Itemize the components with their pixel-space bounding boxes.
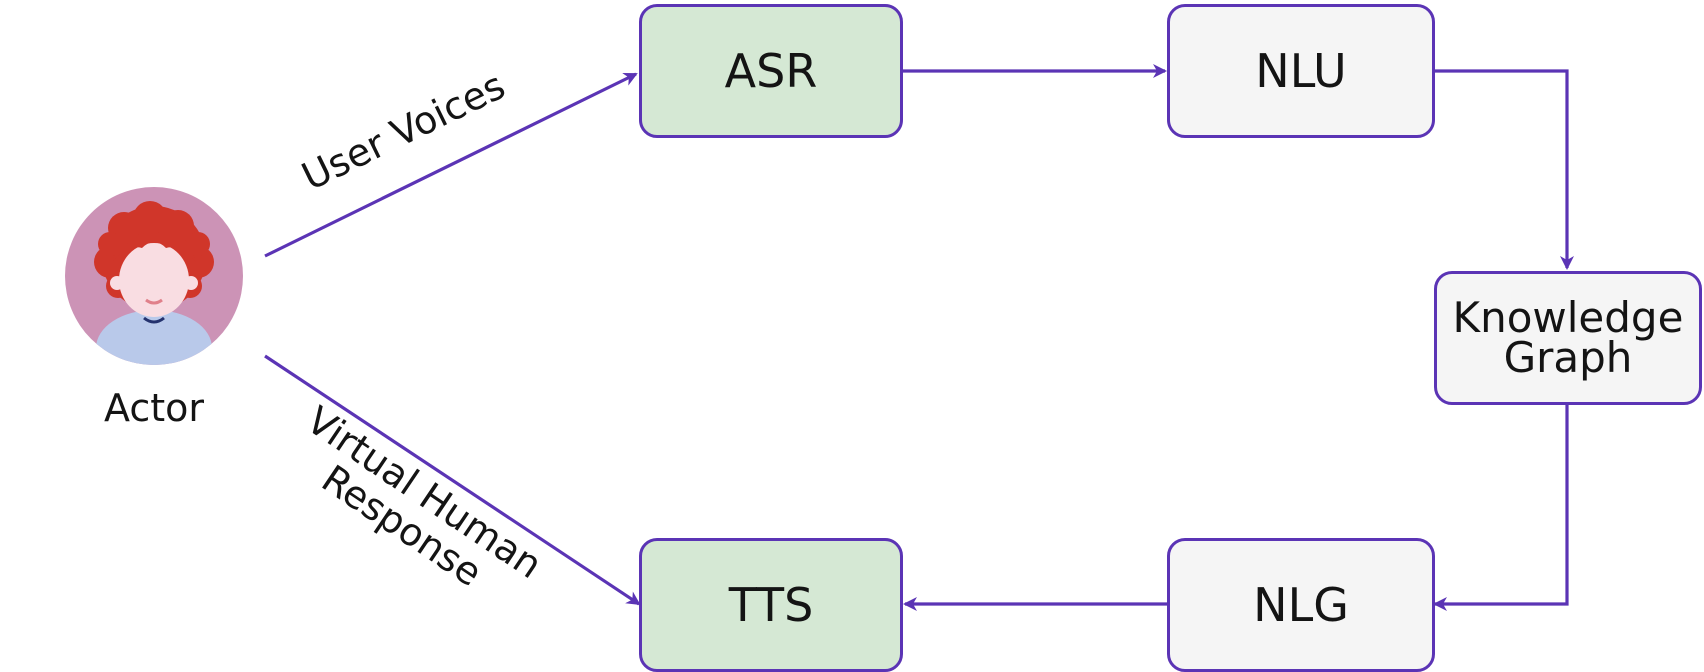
tts-label: TTS [728, 578, 814, 632]
nlg-node: NLG [1167, 538, 1435, 672]
tts-node: TTS [639, 538, 903, 672]
nlu-label: NLU [1255, 44, 1347, 98]
edge-nlu-to-kg [1433, 69, 1574, 270]
edge-actor-to-asr [264, 72, 638, 258]
knowledge-graph-label-line-2: Graph [1503, 333, 1633, 382]
edge-actor-to-tts [264, 354, 641, 606]
actor-label: Actor [104, 386, 204, 430]
asr-label: ASR [724, 44, 818, 98]
knowledge-graph-label-line-1: Knowledge [1452, 293, 1684, 343]
knowledge-graph-node: Knowledge Graph [1434, 271, 1702, 405]
edge-kg-to-nlg [1433, 403, 1569, 611]
nlu-node: NLU [1167, 4, 1435, 138]
nlg-label: NLG [1253, 578, 1349, 632]
asr-node: ASR [639, 4, 903, 138]
avatar-icon [65, 187, 243, 365]
